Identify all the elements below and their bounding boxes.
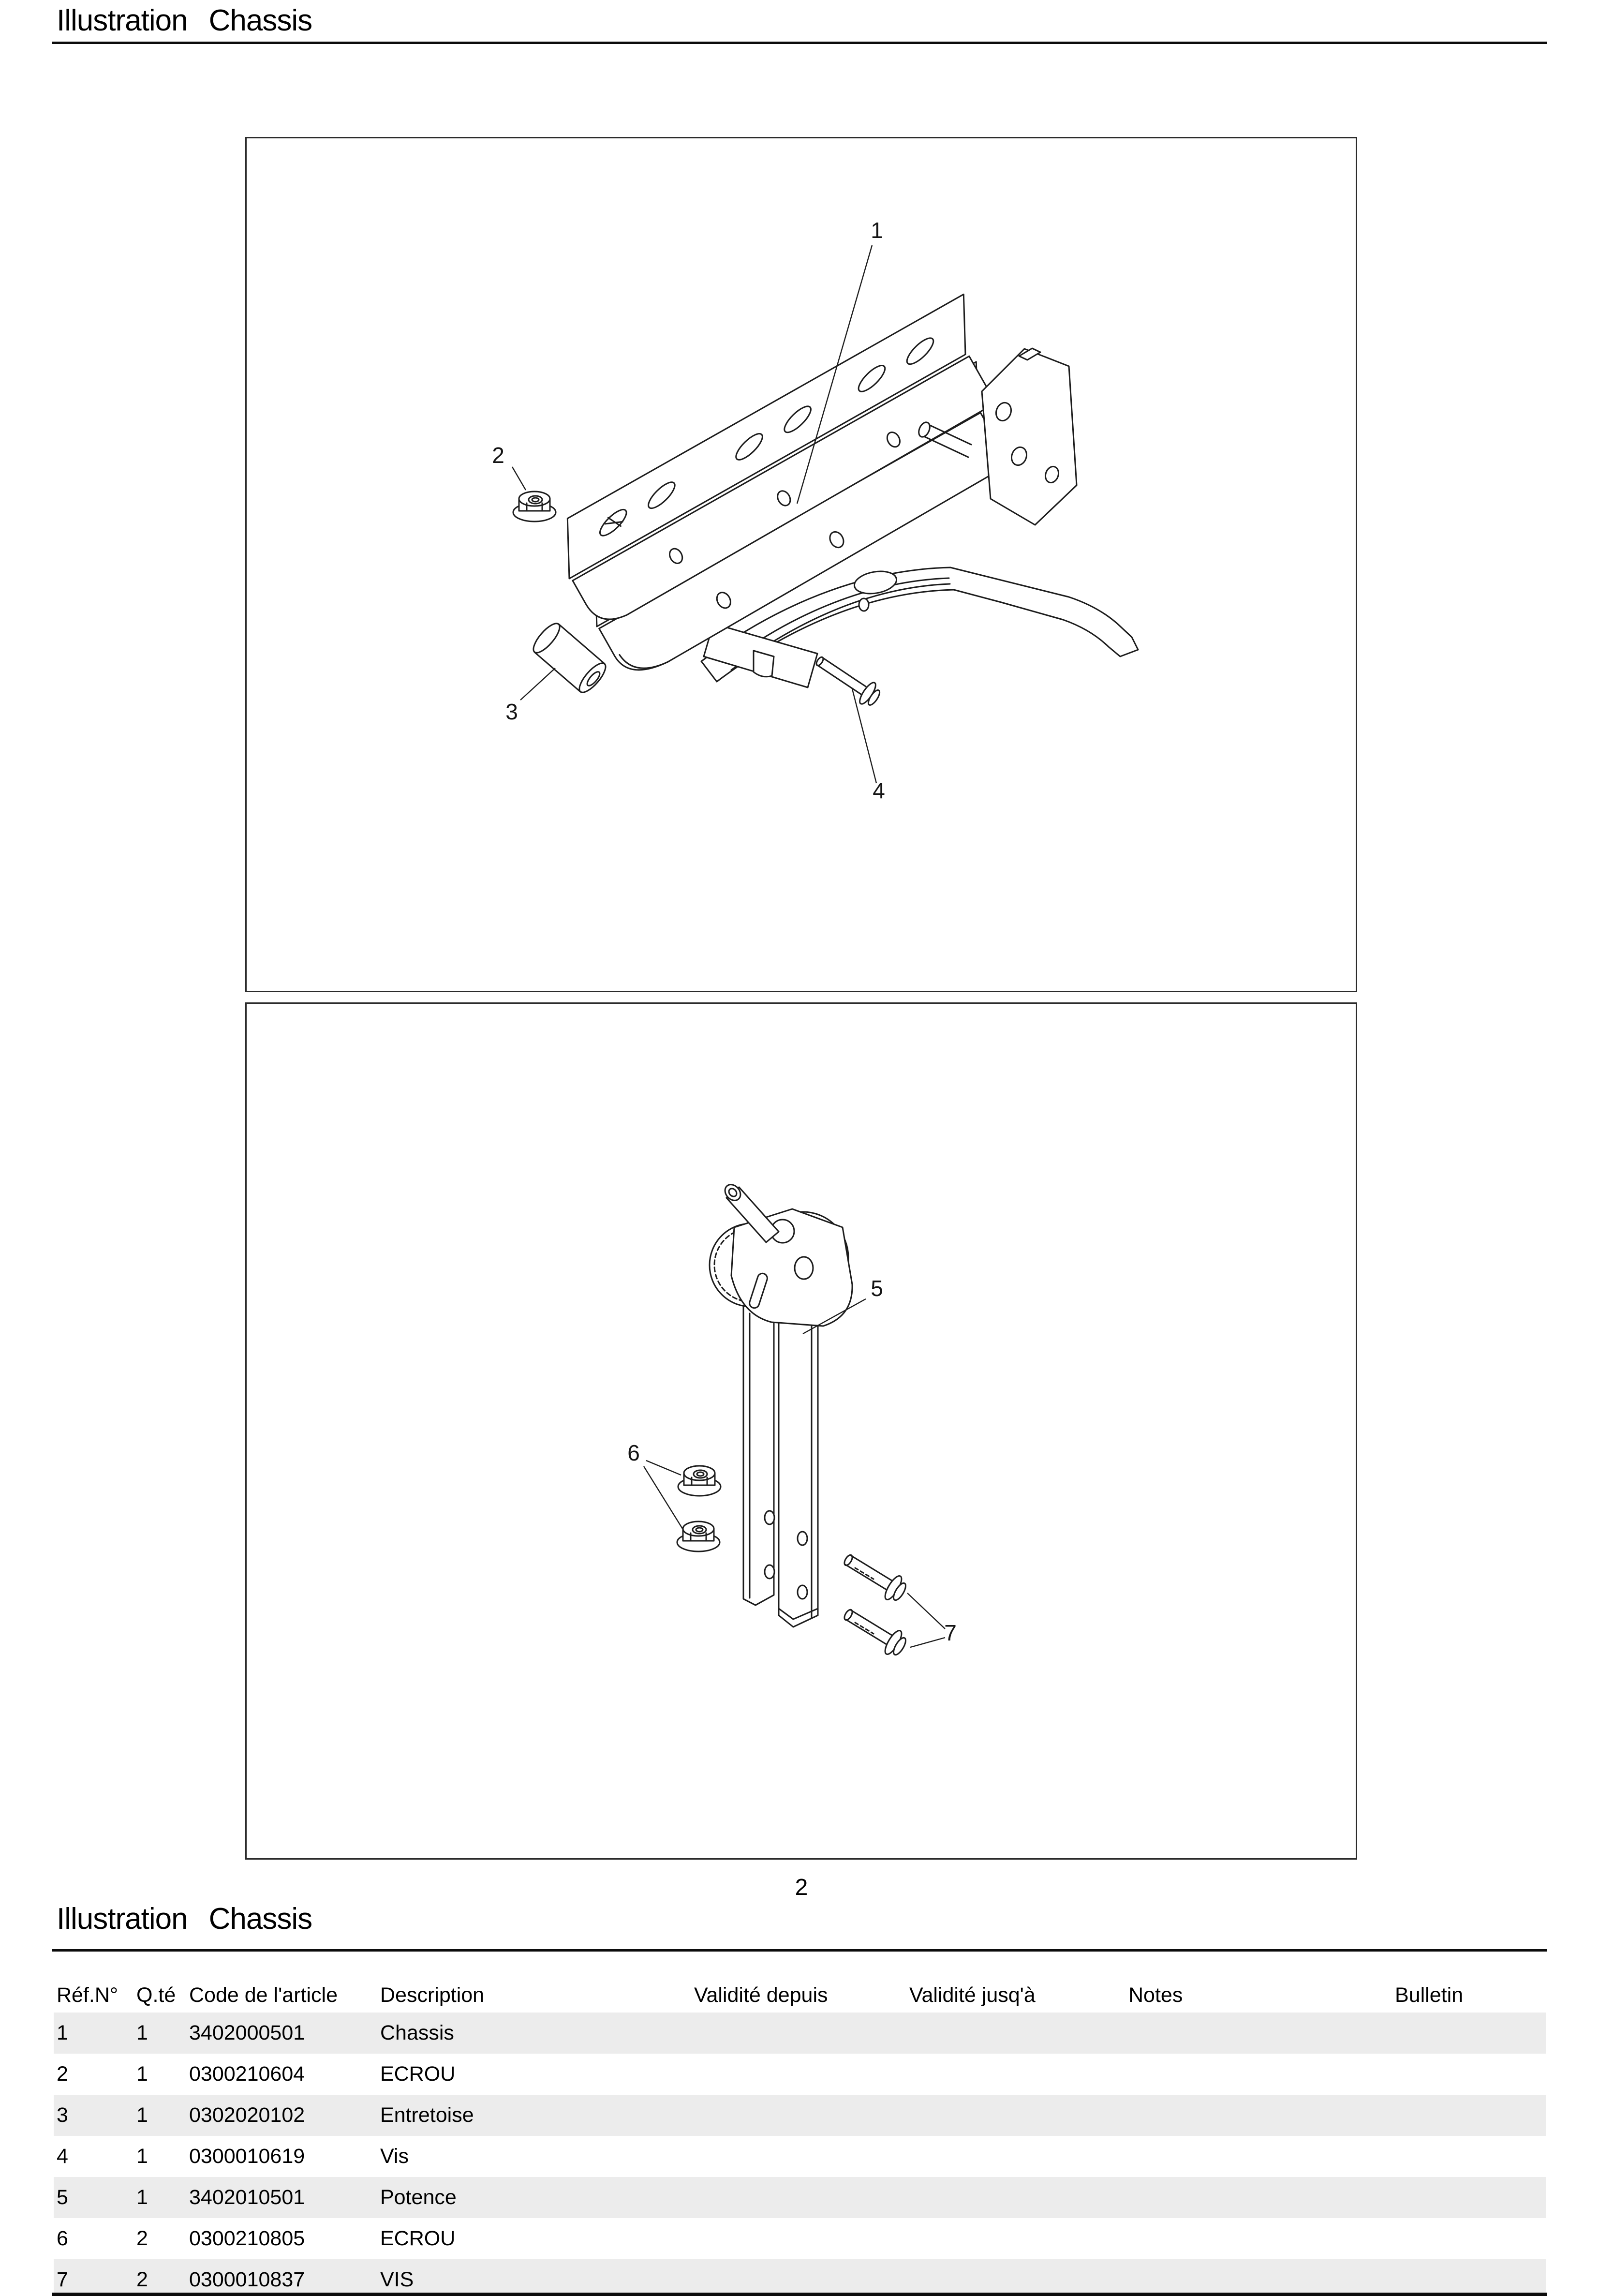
callout-5-label: 5	[871, 1276, 883, 1301]
cell-desc: ECROU	[380, 2062, 456, 2086]
callout-2-label: 2	[492, 443, 504, 468]
callout-6-label: 6	[627, 1440, 640, 1465]
callout-1-label: 1	[871, 218, 883, 243]
table-row: 7 2 0300010837 VIS	[54, 2259, 1546, 2296]
page-title: Illustration Chassis	[57, 2, 312, 40]
hex-bolt-part	[842, 1608, 909, 1657]
callout-3-label: 3	[505, 699, 518, 724]
column-header-bulletin: Bulletin	[1395, 1983, 1464, 2007]
cell-qty: 2	[136, 2268, 148, 2291]
figure-chassis-exploded: 1 2 3 4	[245, 137, 1357, 992]
bottom-rule	[52, 2293, 1547, 2296]
hex-bolt-part	[842, 1553, 909, 1603]
flange-nut-part	[676, 1521, 721, 1552]
cell-ref: 6	[57, 2227, 68, 2250]
end-plate-part	[981, 347, 1078, 526]
cell-qty: 1	[136, 2145, 148, 2168]
column-header-ref: Réf.N°	[57, 1983, 118, 2007]
cell-code: 0300210604	[189, 2062, 305, 2086]
cell-desc: Vis	[380, 2145, 409, 2168]
cell-desc: ECROU	[380, 2227, 456, 2250]
callout-leader	[907, 1593, 946, 1648]
table-section-title: Illustration Chassis	[57, 1900, 312, 1938]
spacer-part	[533, 623, 607, 693]
pivot-rod-part	[918, 421, 972, 458]
table-row: 1 1 3402000501 Chassis	[54, 2013, 1546, 2054]
ratchet-handle-part	[724, 1184, 780, 1243]
callout-leader	[520, 668, 556, 701]
cell-qty: 1	[136, 2021, 148, 2044]
column-header-desc: Description	[380, 1983, 485, 2007]
cell-desc: Potence	[380, 2186, 457, 2209]
cell-ref: 5	[57, 2186, 68, 2209]
chassis-drawing: 1 2 3 4	[492, 218, 1139, 803]
cell-desc: VIS	[380, 2268, 414, 2291]
cell-code: 0302020102	[189, 2103, 305, 2127]
column-header-code: Code de l'article	[189, 1983, 338, 2007]
cell-qty: 1	[136, 2186, 148, 2209]
ratchet-head-part	[709, 1208, 853, 1327]
angle-bracket-part	[566, 293, 996, 620]
cell-code: 0300010619	[189, 2145, 305, 2168]
cell-code: 3402000501	[189, 2021, 305, 2044]
page-title-section: Chassis	[208, 4, 313, 37]
callout-leader	[802, 1298, 866, 1335]
column-header-notes: Notes	[1128, 1983, 1183, 2007]
table-section-name: Chassis	[208, 1902, 313, 1936]
page-number: 2	[795, 1875, 808, 1900]
callout-4-label: 4	[873, 778, 885, 803]
table-row: 6 2 0300210805 ECROU	[54, 2218, 1546, 2259]
cell-desc: Chassis	[380, 2021, 454, 2044]
parts-table-header: Réf.N° Q.té Code de l'article Descriptio…	[0, 1981, 1599, 2010]
page-title-label: Illustration	[57, 4, 188, 37]
cell-ref: 3	[57, 2103, 68, 2127]
table-row: 2 1 0300210604 ECROU	[54, 2054, 1546, 2095]
cell-ref: 4	[57, 2145, 68, 2168]
cell-ref: 2	[57, 2062, 68, 2086]
heading-rule	[52, 42, 1547, 44]
cell-qty: 1	[136, 2103, 148, 2127]
table-heading-rule	[52, 1949, 1547, 1952]
flange-nut-part	[677, 1465, 722, 1497]
column-header-qty: Q.té	[136, 1983, 176, 2007]
table-row: 3 1 0302020102 Entretoise	[54, 2095, 1546, 2136]
flange-nut-part	[512, 491, 557, 522]
callout-leader	[796, 245, 873, 504]
callout-7-label: 7	[944, 1620, 957, 1645]
curved-arm-part	[700, 567, 1139, 688]
callout-leader	[511, 466, 527, 491]
screw-part	[815, 656, 881, 706]
table-section-label: Illustration	[57, 1902, 188, 1936]
column-header-valid-from: Validité depuis	[694, 1983, 828, 2007]
cell-ref: 1	[57, 2021, 68, 2044]
callout-leader	[851, 688, 877, 784]
cell-code: 0300210805	[189, 2227, 305, 2250]
cell-qty: 1	[136, 2062, 148, 2086]
figure-potence-exploded: 5 6 7	[245, 1002, 1357, 1860]
column-header-valid-to: Validité jusq'à	[909, 1983, 1036, 2007]
cell-ref: 7	[57, 2268, 68, 2291]
cell-qty: 2	[136, 2227, 148, 2250]
cell-code: 3402010501	[189, 2186, 305, 2209]
potence-drawing: 5 6 7	[627, 1184, 957, 1657]
table-row: 4 1 0300010619 Vis	[54, 2136, 1546, 2177]
cell-code: 0300010837	[189, 2268, 305, 2291]
cell-desc: Entretoise	[380, 2103, 474, 2127]
callout-leader	[643, 1460, 684, 1531]
potence-post-part	[742, 1254, 819, 1628]
table-row: 5 1 3402010501 Potence	[54, 2177, 1546, 2218]
